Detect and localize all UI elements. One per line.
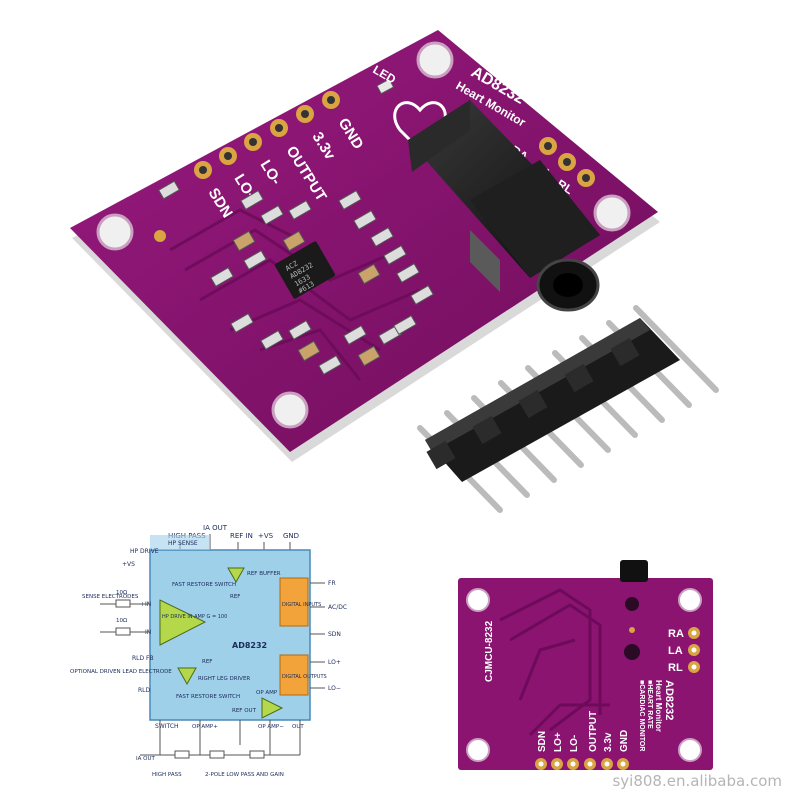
board-front: GND 3.3v OUTPUT LO- LO+ SDN LED AD8232 H… <box>70 30 660 462</box>
schem-fast-restore-bottom: FAST RESTORE SWITCH <box>176 694 240 700</box>
side-pads <box>539 137 595 187</box>
schem-bottom-out: OUT <box>292 724 304 730</box>
schem-pin-fr: FR <box>328 580 336 587</box>
board-front-surface <box>70 30 658 452</box>
mount-hole-icon <box>466 738 490 762</box>
schem-top-ref-in: REF IN <box>230 532 253 540</box>
header-pads <box>194 91 340 179</box>
schem-bottom-ref-out: REF OUT <box>232 708 257 714</box>
back-pin-gnd: GND <box>619 730 630 752</box>
schem-top-vs: +VS <box>258 532 274 540</box>
back-subtitle-1: Heart Monitor <box>654 680 663 732</box>
mount-hole-icon <box>593 194 631 232</box>
mount-hole-icon <box>416 41 454 79</box>
schem-pin-acdc: AC/DC <box>328 604 347 611</box>
schem-hp-drive: HP DRIVE <box>130 548 159 555</box>
schem-pin-lo-plus: LO+ <box>328 659 341 666</box>
back-subtitle-3: ■CARDIAC MONITOR <box>638 680 645 751</box>
back-model: CJMCU-8232 <box>484 620 495 682</box>
mount-hole-icon <box>466 588 490 612</box>
schem-in-amp: HP DRIVE IN AMP G = 100 <box>162 614 227 620</box>
schem-ia-out-bottom: IA OUT <box>136 756 155 762</box>
schem-high-pass-bottom: HIGH PASS <box>152 772 182 778</box>
back-pin-lo-plus: LO+ <box>553 732 564 752</box>
ad8232-chip: ACZ AD8232 1633 #613 <box>274 241 336 299</box>
schem-optional-electrode: OPTIONAL DRIVEN LEAD ELECTRODE <box>70 669 172 675</box>
schem-sense-electrodes: SENSE ELECTRODES <box>82 594 139 600</box>
schem-top-gnd: GND <box>283 532 299 540</box>
board-back-surface <box>458 578 713 770</box>
schem-digital-outputs: DIGITAL OUTPUTS <box>282 674 327 680</box>
schem-bottom-opamp-plus: OP AMP+ <box>192 724 218 730</box>
pin-header <box>417 305 719 513</box>
schem-fast-restore-top: FAST RESTORE SWITCH <box>172 582 236 588</box>
back-subtitle-2: ■HEART RATE <box>646 680 653 729</box>
back-side-rl: RL <box>668 662 683 674</box>
schem-right-leg-driver: RIGHT LEG DRIVER <box>198 676 250 682</box>
back-pin-3v3: 3.3v <box>603 732 614 752</box>
schem-resistor-1: 10Ω <box>116 590 127 596</box>
audio-jack <box>408 100 600 312</box>
schem-hp-sense: HP SENSE <box>168 540 198 547</box>
back-side-pads <box>688 627 700 673</box>
back-side-la: LA <box>668 645 683 657</box>
schem-chip-name: AD8232 <box>232 641 267 650</box>
schem-ref-2: REF <box>202 659 212 665</box>
back-pin-lo-minus: LO- <box>569 735 580 752</box>
schem-vs-left: +VS <box>122 561 135 568</box>
mount-hole-icon <box>678 588 702 612</box>
right-leg-driver-icon <box>177 667 197 686</box>
ref-buffer-icon <box>227 567 245 584</box>
digital-inputs-block <box>279 577 309 627</box>
op-amp-icon <box>261 697 284 719</box>
schem-ref-buffer: REF BUFFER <box>247 571 281 577</box>
schem-two-pole: 2-POLE LOW PASS AND GAIN <box>205 772 284 778</box>
schem-pin-lo-minus: LO− <box>328 685 341 692</box>
schem-bottom-opamp-minus: OP AMP− <box>258 724 284 730</box>
block-diagram: HIGH PASS IA OUT REF IN +VS GND HP SENSE… <box>70 524 347 778</box>
board-back: RA LA RL CJMCU-8232 AD8232 Heart Monitor… <box>458 560 713 770</box>
schem-top-ia-out: IA OUT <box>203 524 228 532</box>
back-jack-icon <box>620 560 648 582</box>
back-pin-output: OUTPUT <box>588 711 599 752</box>
back-pin-sdn: SDN <box>537 731 548 752</box>
back-side-ra: RA <box>668 628 684 640</box>
schem-rld-fb: RLD FB <box>132 655 154 662</box>
watermark: syi808.en.alibaba.com <box>612 772 782 790</box>
schem-switch: SWITCH <box>155 723 179 730</box>
led-icon <box>376 78 395 95</box>
schem-ref-1: REF <box>230 594 240 600</box>
schem-digital-inputs: DIGITAL INPUTS <box>282 602 321 608</box>
mount-hole-icon <box>678 738 702 762</box>
mount-hole-icon <box>96 213 134 251</box>
schem-rld: RLD <box>138 687 151 694</box>
mount-hole-icon <box>271 391 309 429</box>
smd-components <box>158 180 434 376</box>
instrumentation-amp-icon <box>159 599 207 646</box>
back-bottom-pads <box>535 758 629 770</box>
schem-pin-sdn: SDN <box>328 631 341 638</box>
back-title: AD8232 <box>663 680 675 720</box>
schem-op-amp: OP AMP <box>256 690 278 696</box>
schem-resistor-2: 10Ω <box>116 618 127 624</box>
digital-outputs-block <box>279 654 309 696</box>
